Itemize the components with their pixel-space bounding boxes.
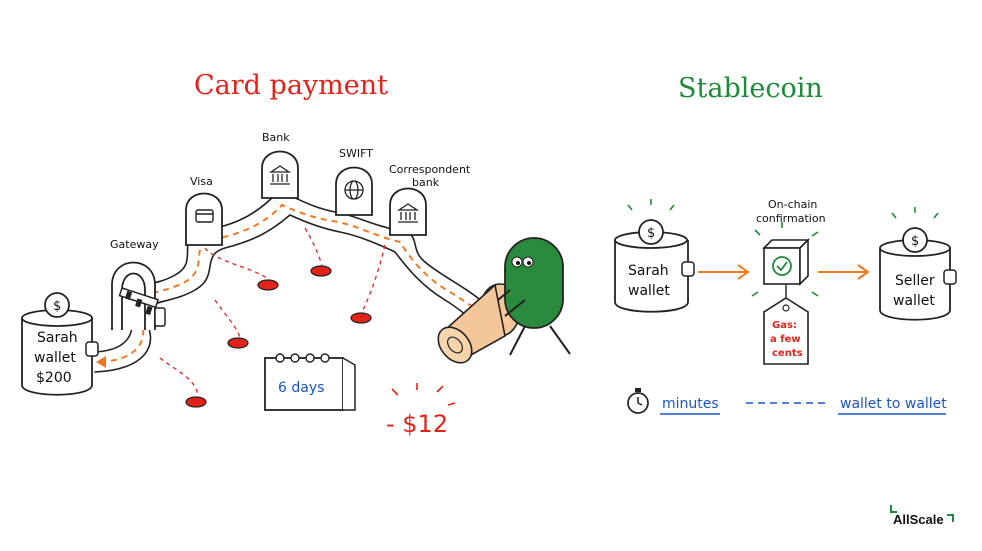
gas-amount-1: a few [770, 334, 801, 345]
card-fee: - $12 [386, 410, 448, 438]
lost-coins [159, 227, 386, 408]
green-character [497, 237, 571, 356]
coin-drip-trail [159, 357, 199, 396]
flow-arrow-icon [698, 264, 750, 280]
gateway-barrier [118, 287, 166, 327]
correspondent-bank-label-2: bank [412, 176, 440, 189]
bank-booth [261, 150, 299, 199]
seller-wallet-word: wallet [893, 293, 935, 309]
sarah-wallet-stable [614, 231, 695, 313]
globe-icon [344, 180, 364, 200]
card-duration: 6 days [278, 380, 324, 396]
svg-text:$: $ [647, 226, 655, 241]
coin-drip-trail [204, 247, 269, 281]
red-coin [227, 337, 249, 349]
sarah-wallet-card [21, 309, 99, 396]
coin-drip-trail [304, 227, 323, 267]
sarah-wallet-name: Sarah [37, 330, 78, 346]
gateway-label: Gateway [110, 238, 159, 251]
card-payment-title: Card payment [194, 70, 388, 101]
seller-wallet [879, 239, 957, 321]
swift-label: SWIFT [339, 147, 373, 160]
calendar-icon [264, 353, 356, 411]
card-icon [195, 209, 214, 223]
correspondent-bank-booth [389, 187, 427, 236]
gas-amount-2: cents [772, 348, 803, 359]
confirmation-label-2: confirmation [756, 212, 826, 225]
dollar-coin-icon: $ [44, 292, 70, 318]
dollar-coin-icon: $ [902, 227, 928, 253]
stablecoin-title: Stablecoin [678, 73, 823, 104]
seller-wallet-name: Seller [895, 273, 935, 289]
sender-wallet-name: Sarah [628, 263, 669, 279]
sarah-wallet-word: wallet [34, 350, 76, 366]
bank-icon [268, 165, 292, 185]
coin-drip-trail [214, 299, 241, 339]
svg-text:$: $ [53, 299, 61, 314]
red-coin [257, 279, 279, 291]
stopwatch-icon [627, 388, 649, 414]
confirmation-label-1: On-chain [768, 198, 817, 211]
red-coin [185, 396, 207, 408]
correspondent-bank-icon [396, 203, 420, 223]
sender-wallet-word: wallet [628, 283, 670, 299]
gas-fee-tag [763, 284, 809, 365]
sparkle-lines [751, 222, 819, 297]
correspondent-bank-label-1: Correspondent [389, 163, 471, 176]
fee-burst [391, 383, 456, 406]
svg-text:$: $ [911, 234, 919, 249]
flow-arrow-icon [818, 264, 870, 280]
check-circle-icon [772, 256, 792, 276]
visa-label: Visa [190, 175, 213, 188]
sparkle-lines [627, 199, 675, 211]
stablecoin-time: minutes [662, 396, 719, 412]
red-coin [350, 312, 372, 324]
allscale-logo: AllScale [890, 505, 954, 527]
dollar-coin-icon: $ [638, 219, 664, 245]
bank-label: Bank [262, 131, 290, 144]
card-route-arrowhead [96, 356, 106, 368]
stablecoin-route: wallet to wallet [840, 396, 947, 412]
sarah-wallet-balance: $200 [36, 370, 72, 386]
gas-label: Gas: [772, 320, 797, 331]
red-coin [310, 265, 332, 277]
brand-name: AllScale [893, 512, 944, 527]
coin-drip-trail [361, 244, 386, 313]
sparkle-lines [891, 207, 939, 219]
swift-booth [335, 166, 373, 216]
